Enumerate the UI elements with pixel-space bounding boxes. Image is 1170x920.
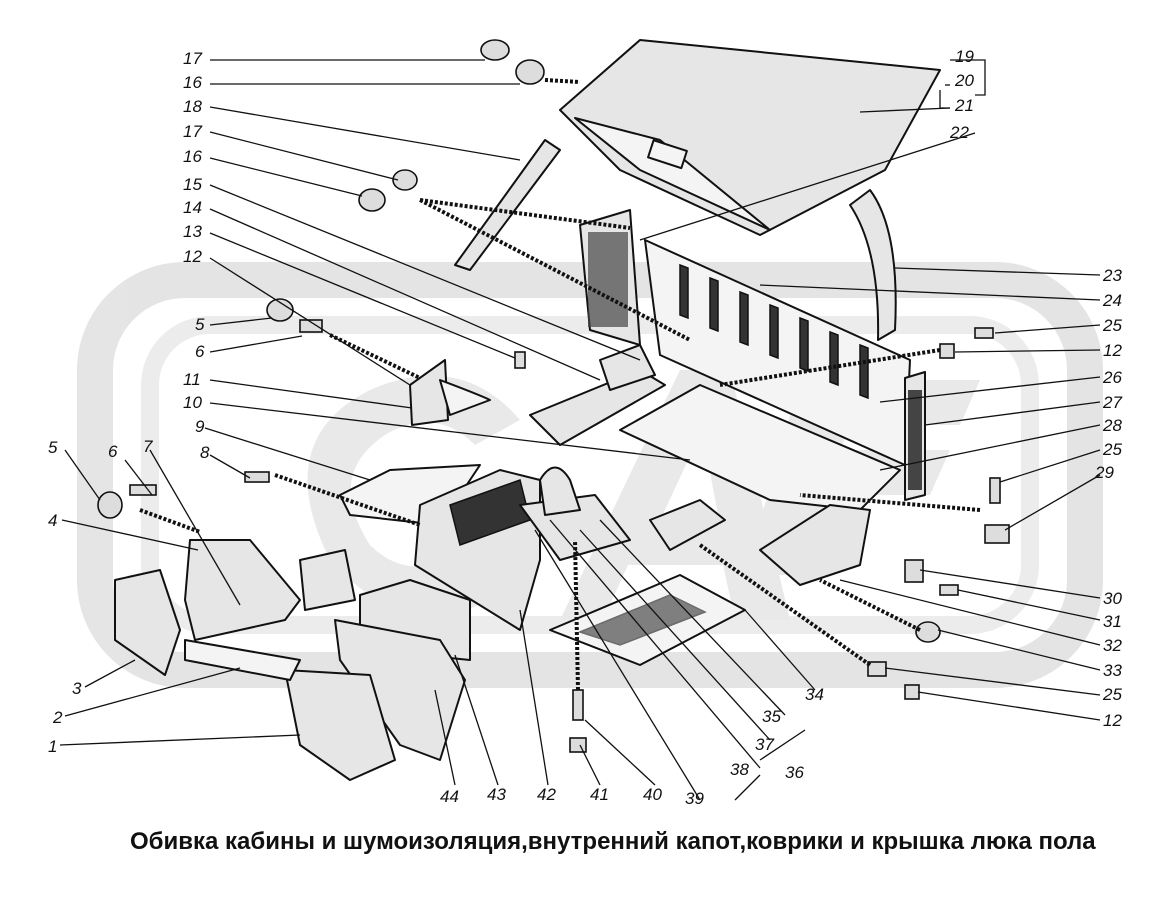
screw-25-low	[867, 661, 887, 677]
callout-31: 31	[1103, 612, 1122, 631]
callout-8: 8	[200, 443, 210, 462]
screw-25-mid	[989, 477, 1001, 504]
gear-lever-bracket	[409, 359, 449, 426]
screw-6-upper	[299, 319, 323, 333]
callout-1: 1	[48, 737, 57, 756]
callout-37: 37	[755, 735, 774, 754]
left-box-trim	[299, 549, 356, 611]
callout-26: 26	[1102, 368, 1122, 387]
nut-12-top	[939, 343, 955, 359]
front-insulation-panel	[334, 619, 466, 761]
callout-25: 25	[1102, 440, 1122, 459]
gear-lever-boot	[519, 466, 631, 561]
callout-17: 17	[183, 49, 202, 68]
left-step-trim-insulation	[599, 344, 656, 391]
right-pillar-trim	[849, 189, 897, 341]
callout-32: 32	[1103, 636, 1122, 655]
floor-mat-right-pattern	[577, 594, 707, 646]
rear-wall-insulation-texture	[588, 232, 628, 327]
callout-39: 39	[685, 789, 704, 808]
callout-9: 9	[195, 417, 205, 436]
bracket-30	[904, 559, 924, 583]
callout-16: 16	[183, 147, 202, 166]
screw-25-top	[974, 327, 994, 339]
callout-6: 6	[195, 342, 205, 361]
engine-cover	[414, 469, 541, 631]
cap-16-top	[515, 59, 545, 85]
callout-2: 2	[52, 708, 63, 727]
callout-41: 41	[590, 785, 609, 804]
diagram-caption: Обивка кабины и шумоизоляция,внутренний …	[130, 828, 1096, 855]
left-pillar-trim	[454, 139, 561, 271]
nut-12-low	[904, 684, 920, 700]
front-lower-panel	[284, 669, 396, 781]
floor-mat-rear	[619, 384, 901, 511]
gear-lever-trim	[439, 379, 491, 416]
screw-6-lower	[129, 484, 157, 496]
callout-44: 44	[440, 787, 459, 806]
assembly-arrows	[139, 78, 981, 691]
callout-13: 13	[183, 222, 202, 241]
callout-43: 43	[487, 785, 506, 804]
callout-28: 28	[1102, 416, 1122, 435]
dash-insulation	[184, 539, 301, 641]
callout-36: 36	[785, 763, 804, 782]
callout-6: 6	[108, 442, 118, 461]
cap-16-mid	[358, 188, 386, 212]
screw-33	[915, 621, 941, 643]
clip-5-lower	[97, 491, 123, 519]
callout-12: 12	[183, 247, 202, 266]
callout-25: 25	[1102, 685, 1122, 704]
callout-30: 30	[1103, 589, 1122, 608]
callout-24: 24	[1102, 291, 1122, 310]
callout-15: 15	[183, 175, 202, 194]
callout-29: 29	[1094, 463, 1114, 482]
callout-38: 38	[730, 760, 749, 779]
callout-14: 14	[183, 198, 202, 217]
callout-42: 42	[537, 785, 556, 804]
callout-40: 40	[643, 785, 662, 804]
callout-34: 34	[805, 685, 824, 704]
callout-5: 5	[48, 438, 58, 457]
left-kick-panel	[114, 569, 181, 676]
callout-17: 17	[183, 122, 202, 141]
screw-8	[244, 471, 270, 483]
callout-21: 21	[954, 96, 974, 115]
callout-4: 4	[48, 511, 57, 530]
left-step-trim	[529, 369, 666, 446]
callout-10: 10	[183, 393, 202, 412]
callout-labels: 17 16 18 17 16 15 14 13 12 5 6 11 10 9 8…	[48, 47, 1122, 808]
callout-27: 27	[1102, 393, 1122, 412]
screw-40	[572, 689, 584, 721]
callout-16: 16	[183, 73, 202, 92]
leader-lines	[59, 59, 1101, 801]
callout-5: 5	[195, 315, 205, 334]
bolt-13	[514, 351, 526, 369]
screw-31	[939, 584, 959, 596]
callout-7: 7	[143, 437, 153, 456]
callout-23: 23	[1102, 266, 1122, 285]
callout-35: 35	[762, 707, 781, 726]
callout-25: 25	[1102, 316, 1122, 335]
callout-18: 18	[183, 97, 202, 116]
right-step-mat	[759, 504, 871, 586]
callout-12: 12	[1103, 341, 1122, 360]
right-side-insulation	[908, 390, 922, 490]
clip-17-top	[480, 39, 510, 61]
roof-headliner	[559, 39, 941, 236]
exploded-parts-diagram: 17 16 18 17 16 15 14 13 12 5 6 11 10 9 8…	[48, 39, 1122, 808]
door-sill-trim	[649, 499, 726, 551]
callout-12: 12	[1103, 711, 1122, 730]
callout-19: 19	[955, 47, 974, 66]
nut-41	[569, 737, 587, 753]
callout-33: 33	[1103, 661, 1122, 680]
callout-22: 22	[949, 123, 969, 142]
clip-17-mid	[392, 169, 418, 191]
callout-11: 11	[183, 370, 201, 389]
callout-20: 20	[954, 71, 974, 90]
clip-29	[984, 524, 1010, 544]
callout-3: 3	[72, 679, 82, 698]
front-lower-seal	[184, 639, 301, 681]
